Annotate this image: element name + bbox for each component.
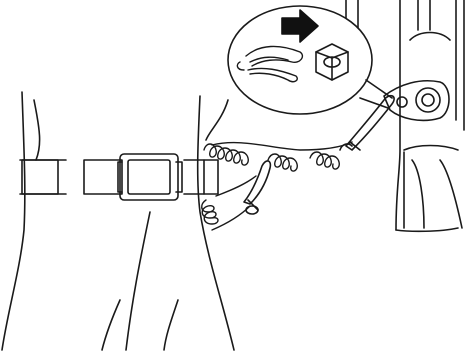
waist-belt xyxy=(20,160,218,194)
bracket-ring xyxy=(416,88,440,112)
belt-loop-left xyxy=(22,160,58,194)
torso-outline xyxy=(2,92,234,350)
coiled-lanyard xyxy=(202,142,352,230)
belt-section xyxy=(84,160,122,194)
belt-loop-right xyxy=(204,160,218,194)
snap-hook xyxy=(340,96,394,150)
hip-snap-hook xyxy=(244,161,270,214)
belt-buckle xyxy=(118,154,182,200)
